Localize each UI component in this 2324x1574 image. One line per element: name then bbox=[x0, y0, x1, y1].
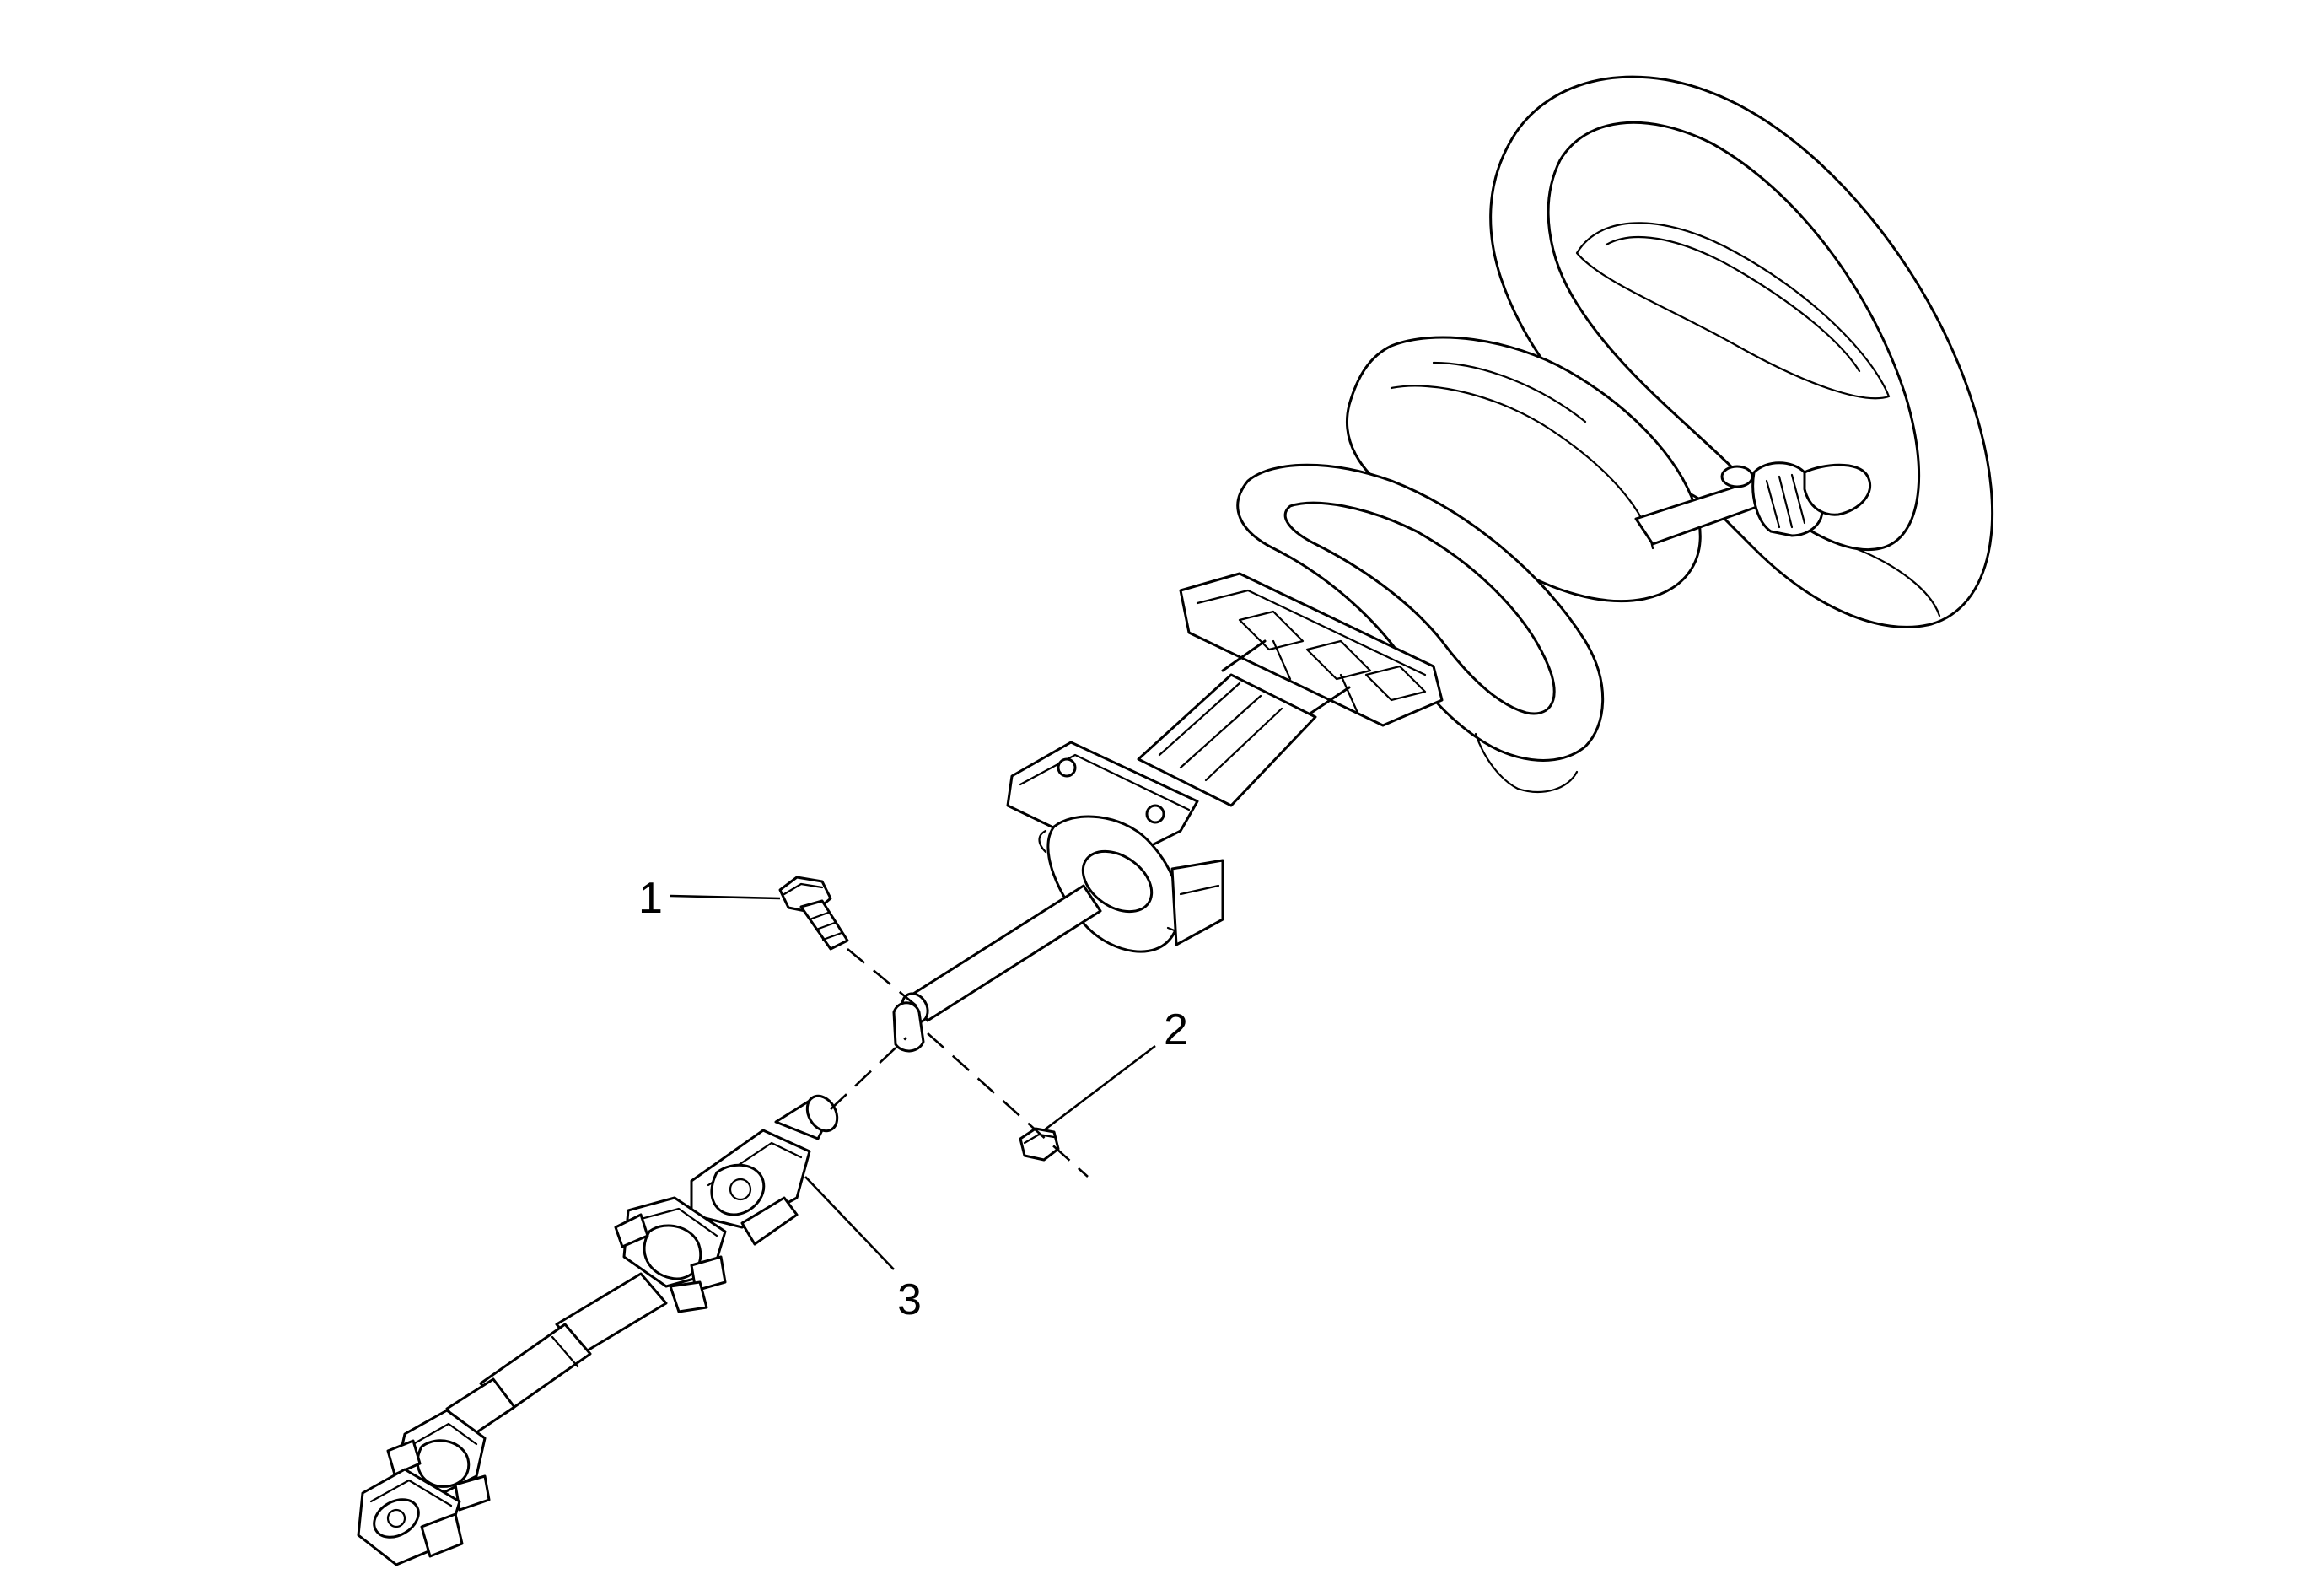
callout-3: 3 bbox=[897, 1275, 922, 1324]
leader-2 bbox=[1043, 1044, 1156, 1132]
callout-leaders bbox=[670, 894, 1156, 1270]
callout-1: 1 bbox=[638, 874, 663, 923]
shaft-centerline bbox=[830, 1037, 907, 1110]
column-upper-shroud bbox=[1346, 336, 1702, 603]
callout-2: 2 bbox=[1164, 1005, 1188, 1054]
column-mounting-bracket bbox=[1179, 572, 1444, 727]
pinch-bolt bbox=[778, 876, 849, 951]
column-trim-bezel bbox=[1236, 463, 1605, 793]
bolt-centerline bbox=[847, 947, 920, 1010]
steering-shaft bbox=[892, 884, 1102, 1053]
nut-centerline bbox=[927, 1032, 1089, 1178]
intermediate-shaft-assembly bbox=[357, 1094, 839, 1566]
turn-signal-lever bbox=[1634, 461, 1871, 546]
alignment-centerlines bbox=[830, 947, 1089, 1178]
leader-3 bbox=[804, 1176, 895, 1270]
ignition-lock-housing bbox=[1006, 741, 1224, 953]
leader-1 bbox=[670, 894, 781, 900]
column-jacket-tube bbox=[1137, 639, 1351, 807]
